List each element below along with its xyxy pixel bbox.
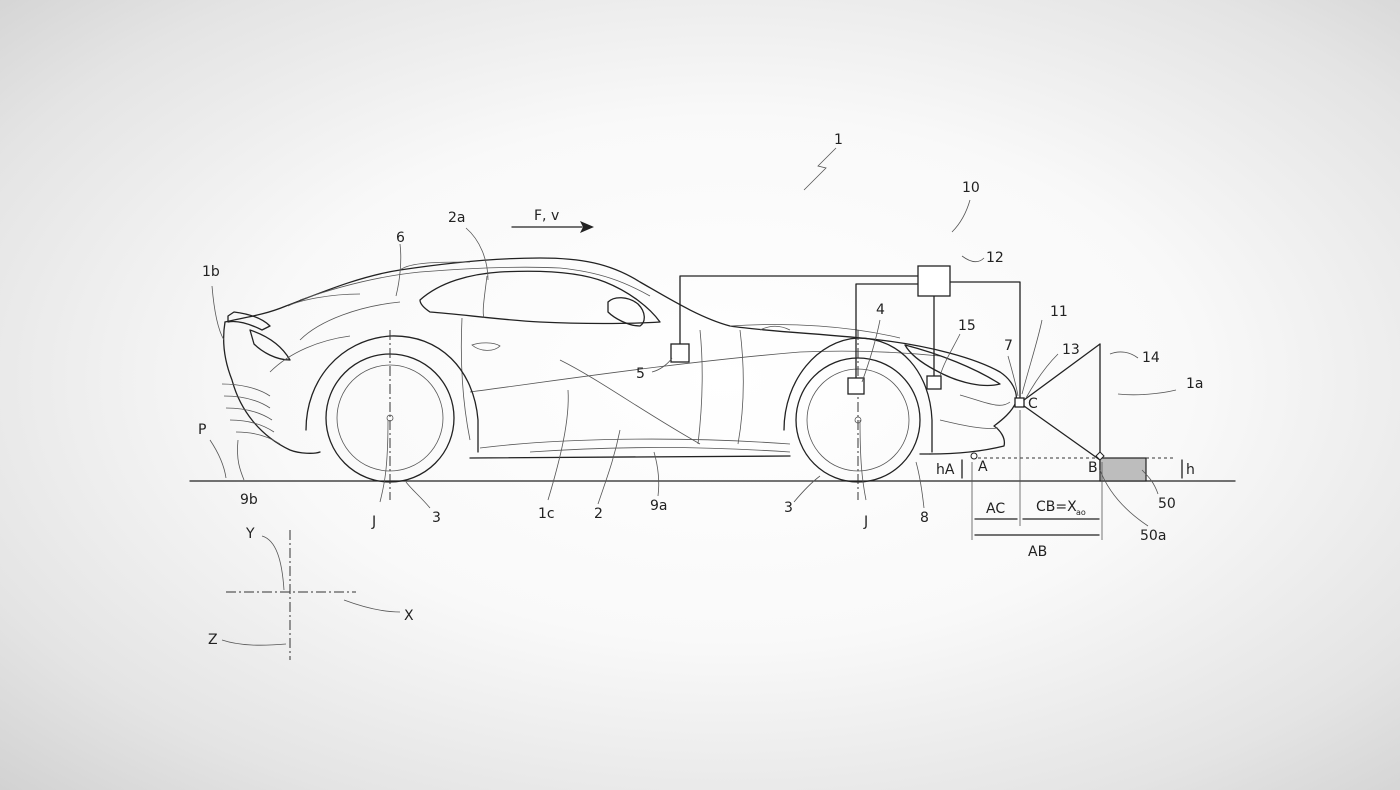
label-ha: hA: [936, 462, 955, 478]
label-ab: AB: [1028, 544, 1047, 560]
label-a: A: [978, 459, 988, 475]
label-axis-z: Z: [208, 632, 218, 648]
detection-beam: [1023, 343, 1101, 471]
label-c: C: [1028, 396, 1038, 412]
label-hub-rear: J: [371, 514, 376, 530]
point-b-marker: [1095, 451, 1105, 461]
emitter-box: [1014, 397, 1025, 408]
label-1: 1: [834, 132, 843, 148]
direction-arrow: [511, 221, 594, 233]
label-2a: 2a: [448, 210, 466, 226]
reference-labels: 1 10 12 2a F, v 6 1b P 9b J 3 1c 2 9a 3 …: [198, 132, 1204, 648]
label-hub-front: J: [863, 514, 868, 530]
label-11: 11: [1050, 304, 1068, 320]
label-4: 4: [876, 302, 885, 318]
label-13: 13: [1062, 342, 1080, 358]
label-b: B: [1088, 460, 1098, 476]
label-1a: 1a: [1186, 376, 1204, 392]
label-7: 7: [1004, 338, 1013, 354]
label-14: 14: [1142, 350, 1160, 366]
point-a-marker: [970, 452, 978, 460]
label-6: 6: [396, 230, 405, 246]
label-8: 8: [920, 510, 929, 526]
label-50a: 50a: [1140, 528, 1166, 544]
control-system: [670, 265, 1025, 408]
sensor-4-box: [847, 377, 865, 395]
label-50: 50: [1158, 496, 1176, 512]
label-9b: 9b: [240, 492, 258, 508]
label-12: 12: [986, 250, 1004, 266]
label-3-front: 3: [784, 500, 793, 516]
sensor-15-box: [926, 375, 942, 390]
label-5: 5: [636, 366, 645, 382]
axis-system: [221, 530, 401, 660]
unit-5-box: [670, 343, 690, 363]
label-10: 10: [962, 180, 980, 196]
label-15: 15: [958, 318, 976, 334]
label-axis-y: Y: [245, 526, 255, 542]
rear-wheel: [305, 330, 479, 500]
label-2: 2: [594, 506, 603, 522]
car-body: [221, 257, 1018, 459]
label-p: P: [198, 422, 206, 438]
label-1c: 1c: [538, 506, 555, 522]
label-1b: 1b: [202, 264, 220, 280]
label-direction: F, v: [534, 208, 559, 224]
label-axis-x: X: [404, 608, 414, 624]
front-wheel: [783, 330, 933, 500]
label-cb-subscript: ao: [1076, 508, 1086, 517]
label-3-rear: 3: [432, 510, 441, 526]
label-9a: 9a: [650, 498, 668, 514]
obstacle: [1099, 457, 1147, 482]
dimension-lines: [971, 410, 1103, 540]
label-ac: AC: [986, 501, 1005, 517]
label-h: h: [1186, 462, 1195, 478]
leader-lines: [209, 147, 1177, 527]
control-unit-box: [917, 265, 951, 297]
label-cb: CB=X: [1036, 499, 1077, 515]
